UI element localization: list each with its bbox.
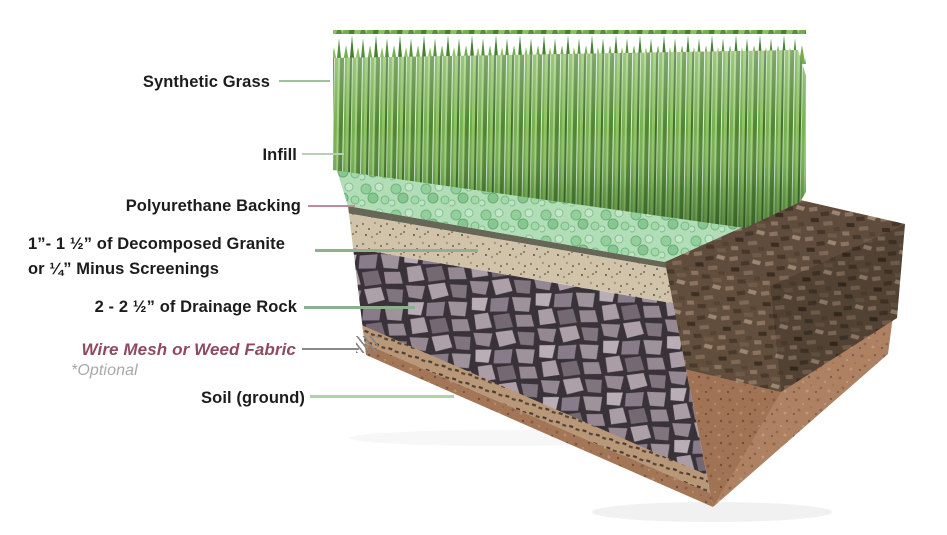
polyurethane-backing-leader-line (308, 205, 355, 207)
label-wire-mesh-optional-note: *Optional (71, 362, 138, 379)
decomposed-granite-leader-line (315, 249, 478, 252)
label-soil-ground: Soil (ground) (201, 389, 305, 407)
decomposed-granite-layer (348, 212, 690, 306)
native-soil-block (665, 200, 905, 507)
label-synthetic-grass: Synthetic Grass (142, 73, 270, 91)
mulch-top-face (665, 200, 905, 286)
wire-mesh-layer (350, 320, 713, 502)
mulch-front-band (665, 262, 781, 392)
polyurethane-backing-layer (348, 206, 690, 272)
drainage-rock-leader-line (304, 306, 415, 309)
infill-leader-line (302, 153, 344, 155)
synthetic-grass-leader-line (279, 80, 330, 82)
soil-ground-leader-line (310, 395, 454, 398)
label-decomposed-granite: 1”- 1 ½” of Decomposed Granite or ¼” Min… (28, 232, 328, 282)
label-drainage-rock: 2 - 2 ½” of Drainage Rock (94, 298, 297, 316)
synthetic-grass-canopy (333, 30, 806, 228)
label-decomposed-granite-line2: or ¼” Minus Screenings (28, 260, 220, 278)
label-polyurethane-backing: Polyurethane Backing (125, 197, 301, 215)
label-infill: Infill (262, 146, 297, 164)
wire-mesh-hatch-marks (356, 336, 378, 353)
mulch-right-band (770, 224, 905, 392)
label-wire-mesh: Wire Mesh or Weed Fabric (81, 340, 296, 359)
wire-mesh-leader-line (302, 348, 359, 350)
label-decomposed-granite-line1: 1”- 1 ½” of Decomposed Granite (28, 235, 285, 253)
